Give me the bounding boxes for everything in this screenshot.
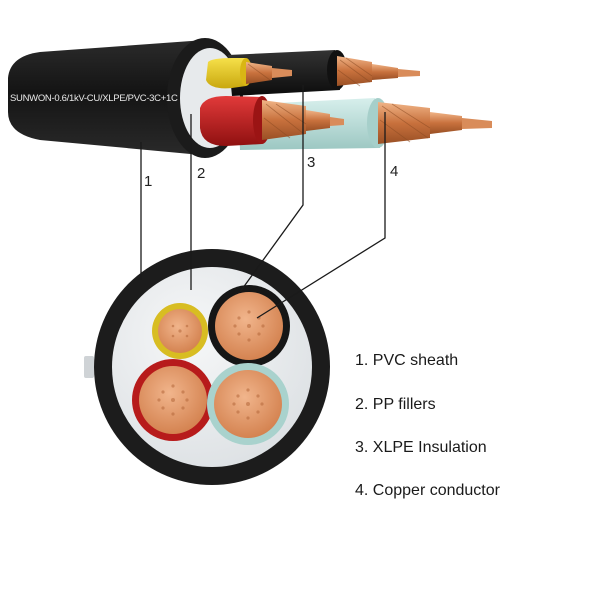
cross-section-filler — [112, 267, 312, 467]
callout-line-4 — [256, 112, 386, 319]
callout-lines — [140, 85, 386, 319]
callout-number-4: 4 — [390, 163, 398, 180]
callout-number-1: 1 — [144, 173, 152, 190]
callout-line-3 — [239, 85, 304, 293]
core-yellow — [206, 58, 246, 89]
legend-item-pp-fillers: 2. PP fillers — [355, 396, 436, 413]
legend-item-xlpe-insulation: 3. XLPE Insulation — [355, 439, 487, 456]
legend-item-copper-conductor: 4. Copper conductor — [355, 482, 500, 499]
legend-item-pvc-sheath: 1. PVC sheath — [355, 352, 459, 369]
cable-cross-section — [84, 249, 330, 485]
core-red — [200, 96, 262, 146]
cable-perspective: SUNWON-0.6/1kV-CU/XLPE/PVC-3C+1C — [8, 38, 492, 158]
callout-number-3: 3 — [307, 154, 315, 171]
cable-sheath-body — [8, 40, 212, 156]
cable-print-text: SUNWON-0.6/1kV-CU/XLPE/PVC-3C+1C — [10, 93, 178, 104]
callout-number-2: 2 — [197, 165, 205, 182]
